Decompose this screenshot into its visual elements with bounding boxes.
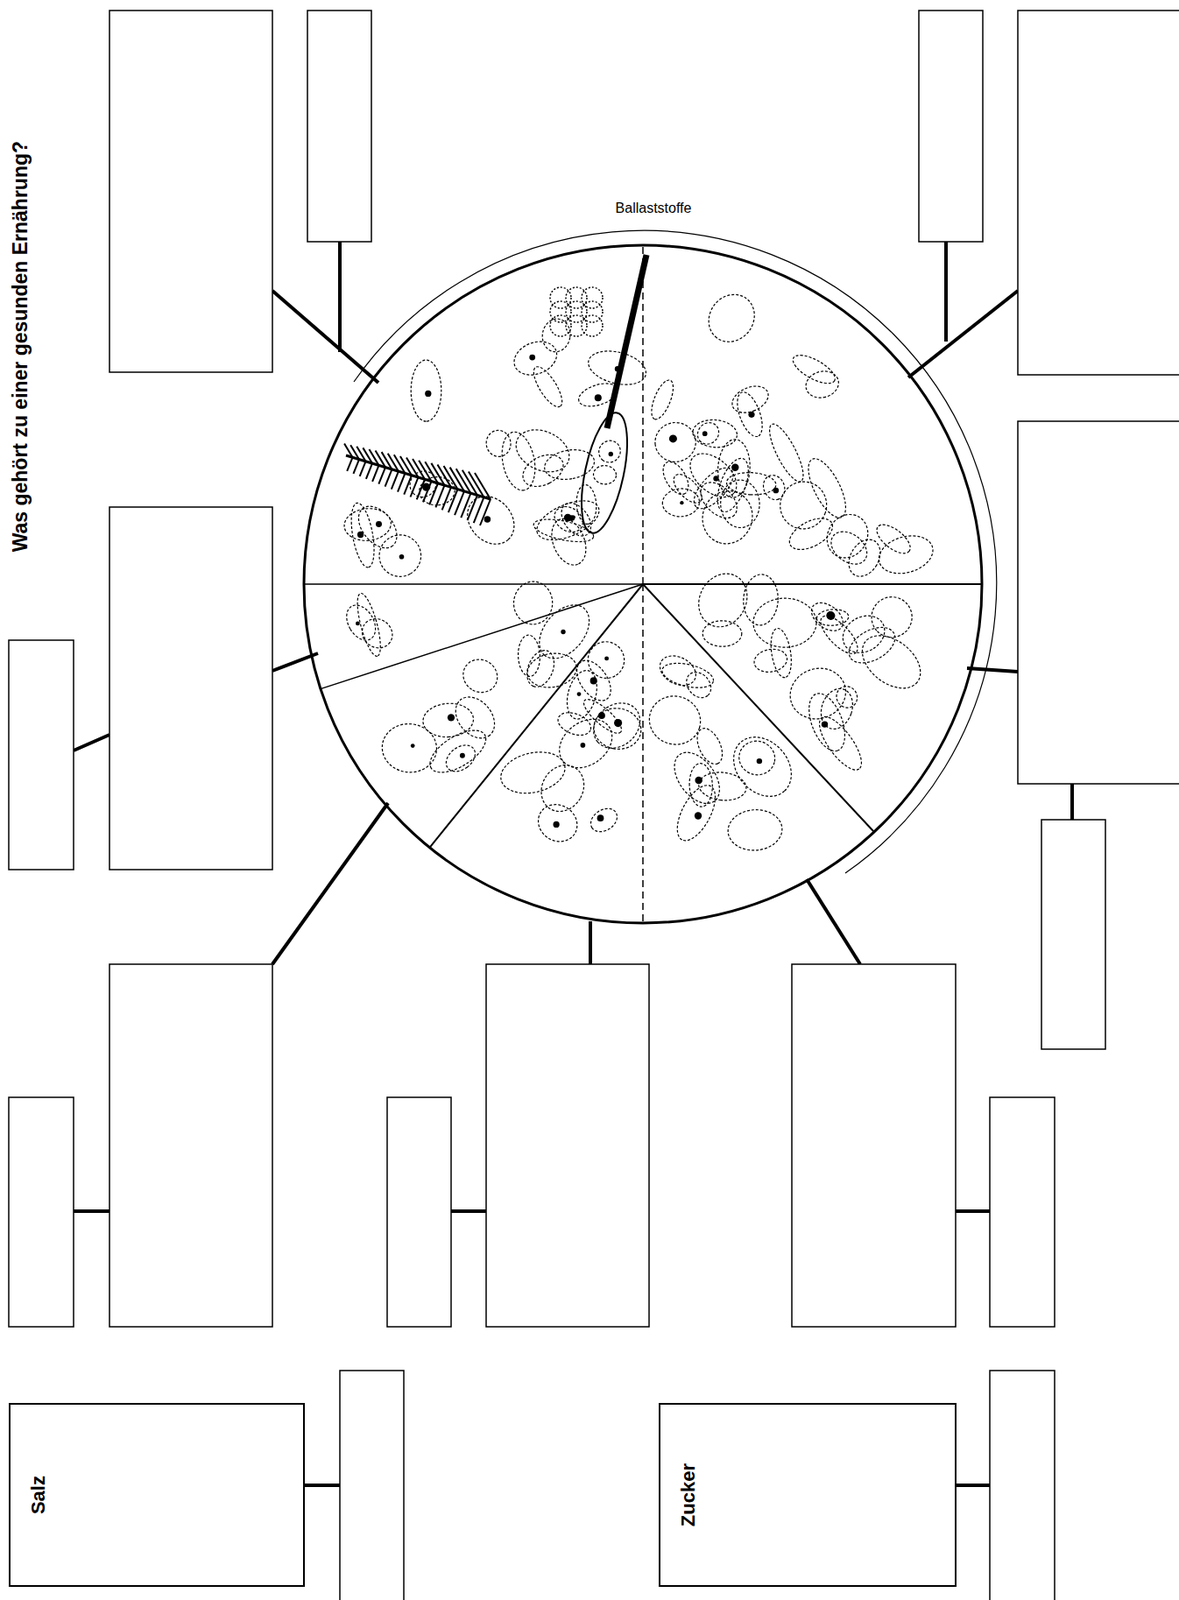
worksheet-title: Was gehört zu einer gesunden Ernährung? [9, 141, 32, 552]
segment-lines [303, 245, 982, 924]
term-box: Zucker [658, 1403, 957, 1588]
fibre-arc [353, 230, 997, 874]
food-illustration [340, 254, 938, 853]
term-label: Zucker [677, 1463, 699, 1527]
arc-label: Ballaststoffe [613, 200, 695, 217]
answer-boxes [8, 10, 1179, 1600]
food-circle [303, 245, 982, 924]
term-box: Salz [8, 1403, 305, 1588]
term-label: Salz [28, 1475, 50, 1515]
leader-lines [73, 241, 1073, 1486]
